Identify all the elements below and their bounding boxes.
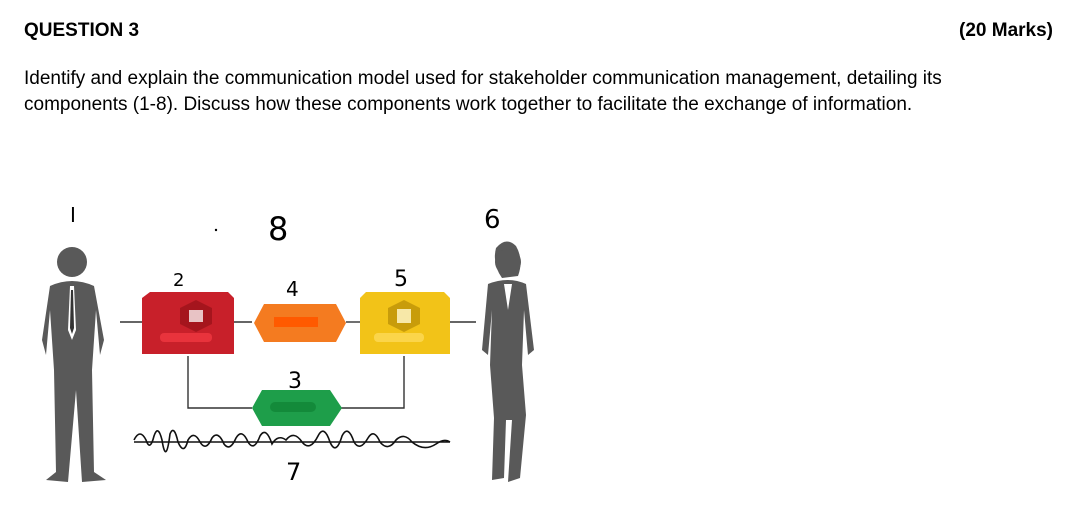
feedback-box [252, 390, 342, 426]
noise-wave [133, 429, 451, 453]
receiver-figure [482, 241, 534, 482]
label-1: I [70, 203, 76, 227]
label-6: 6 [484, 205, 501, 235]
label-8: 8 [268, 210, 288, 248]
question-body: Identify and explain the communication m… [24, 68, 942, 115]
connector-lines [120, 321, 476, 409]
question-marks: (20 Marks) [959, 20, 1053, 41]
sender-figure [42, 247, 106, 482]
label-4: 4 [286, 277, 299, 301]
question-title: QUESTION 3 [24, 20, 140, 41]
medium-box [254, 304, 346, 342]
decode-box [360, 292, 450, 354]
stray-dot [214, 228, 218, 232]
label-5: 5 [394, 267, 408, 292]
label-3: 3 [288, 369, 302, 394]
encode-box [142, 292, 234, 354]
label-2: 2 [173, 270, 184, 291]
communication-model-diagram: I 2 4 5 6 8 3 7 [42, 203, 534, 486]
label-7: 7 [286, 458, 301, 486]
